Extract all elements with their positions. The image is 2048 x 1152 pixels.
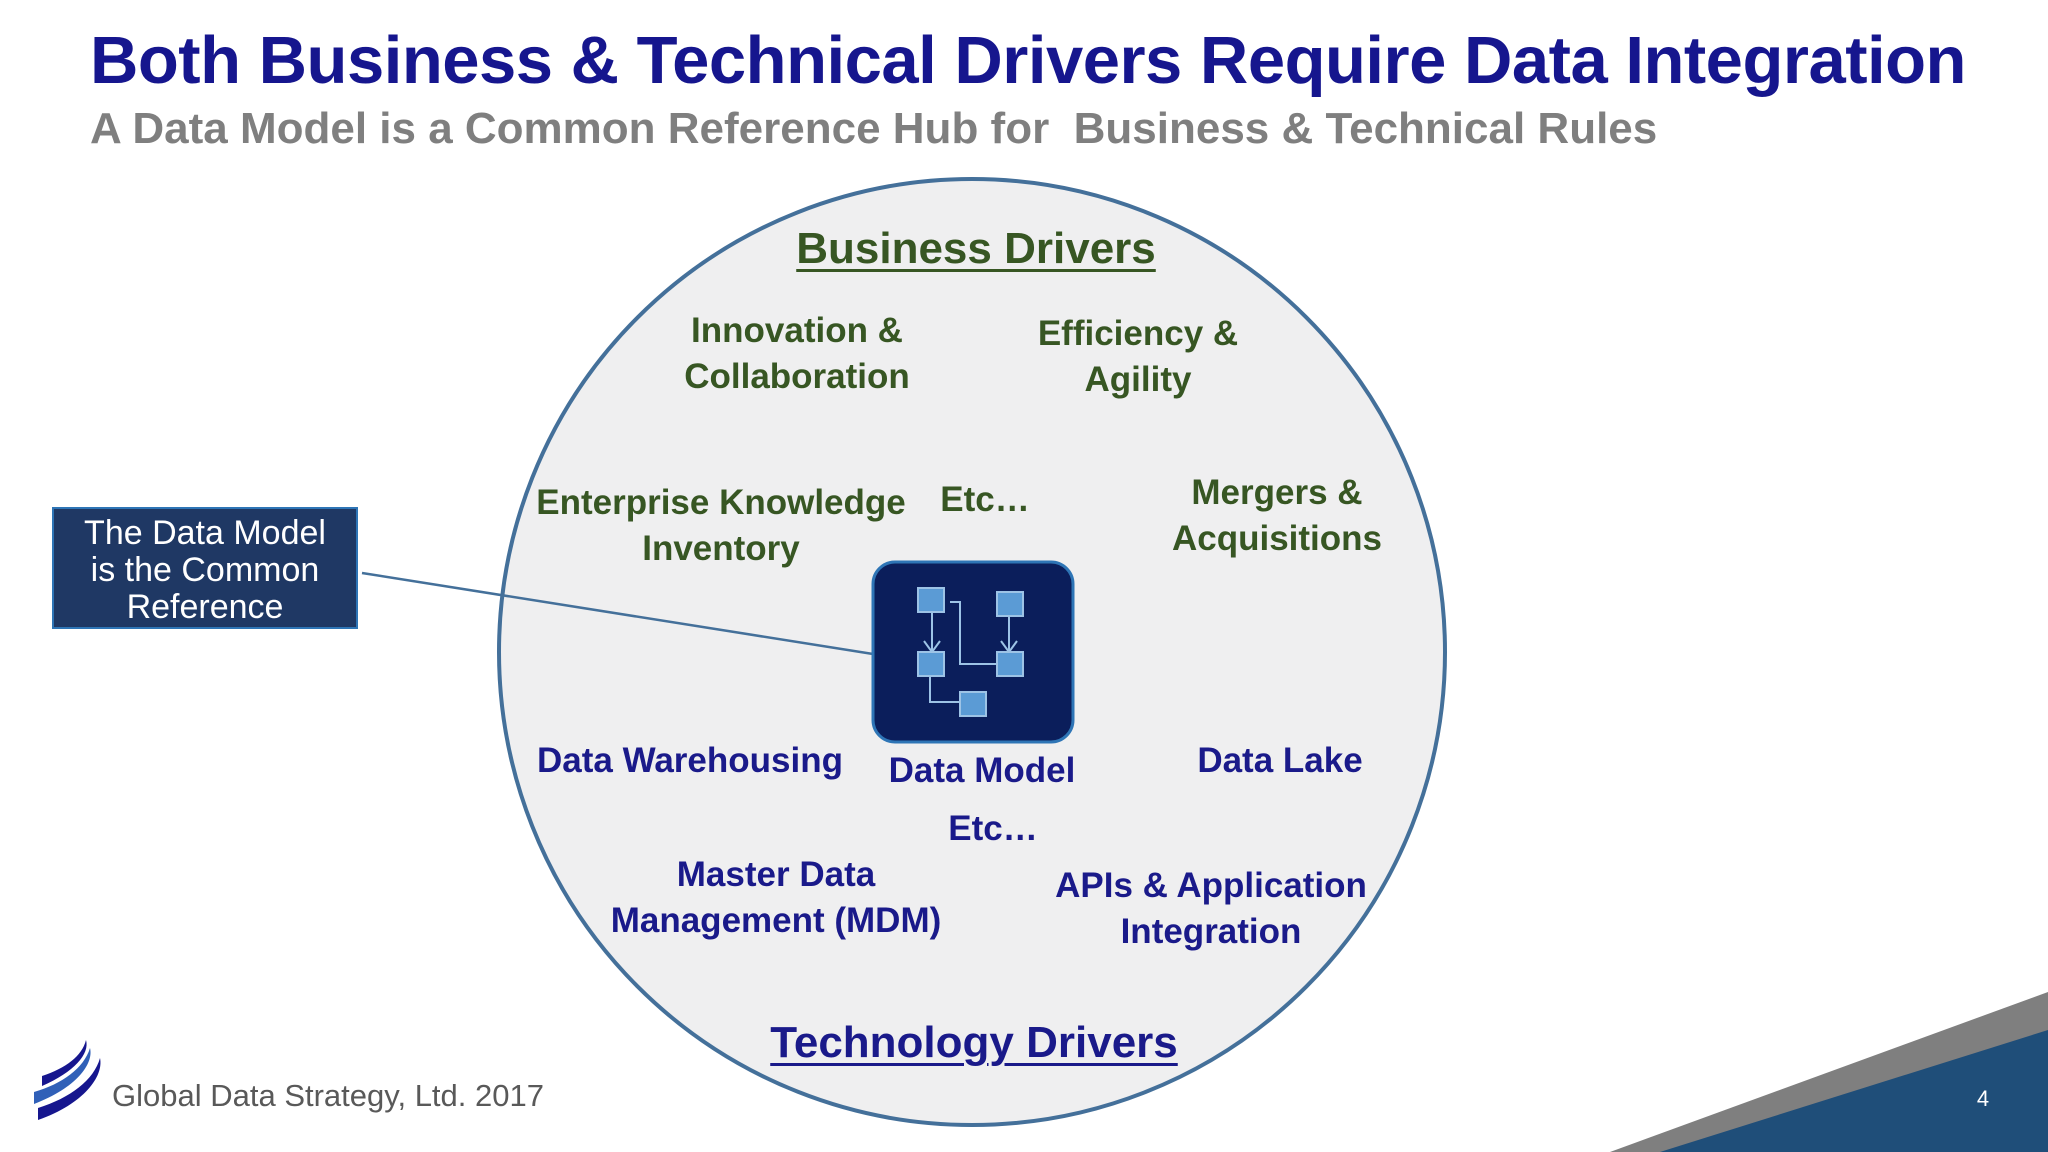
business-driver-mergers: Mergers & Acquisitions bbox=[1171, 473, 1383, 558]
technology-driver-apis: APIs & Application Integration bbox=[1055, 866, 1367, 951]
technology-driver-mdm: Master Data Management (MDM) bbox=[610, 855, 942, 940]
technology-driver-data-warehousing: Data Warehousing bbox=[537, 741, 843, 780]
business-drivers-heading: Business Drivers bbox=[796, 224, 1156, 273]
data-model-diagram-icon bbox=[917, 587, 1024, 717]
business-driver-etc: Etc… bbox=[940, 480, 1030, 519]
footer-company: Global Data Strategy, Ltd. 2017 bbox=[112, 1078, 544, 1113]
business-driver-knowledge-inventory: Enterprise Knowledge Inventory bbox=[536, 483, 906, 568]
business-driver-efficiency: Efficiency & Agility bbox=[1037, 314, 1239, 399]
technology-drivers-heading: Technology Drivers bbox=[770, 1018, 1178, 1067]
callout-connector-line bbox=[361, 571, 874, 656]
data-model-label: Data Model bbox=[888, 751, 1076, 790]
slide-title: Both Business & Technical Drivers Requir… bbox=[90, 23, 1967, 98]
page-number: 4 bbox=[1976, 1086, 1990, 1111]
swoosh-logo-icon bbox=[34, 1040, 101, 1120]
business-driver-innovation: Innovation & Collaboration bbox=[684, 311, 910, 396]
corner-blue-shape bbox=[1660, 1030, 2048, 1152]
slide-subtitle: A Data Model is a Common Reference Hub f… bbox=[90, 104, 1658, 153]
technology-driver-etc: Etc… bbox=[948, 809, 1038, 848]
technology-driver-data-lake: Data Lake bbox=[1197, 741, 1363, 780]
data-model-callout: The Data Model is the Common Reference bbox=[52, 507, 358, 629]
